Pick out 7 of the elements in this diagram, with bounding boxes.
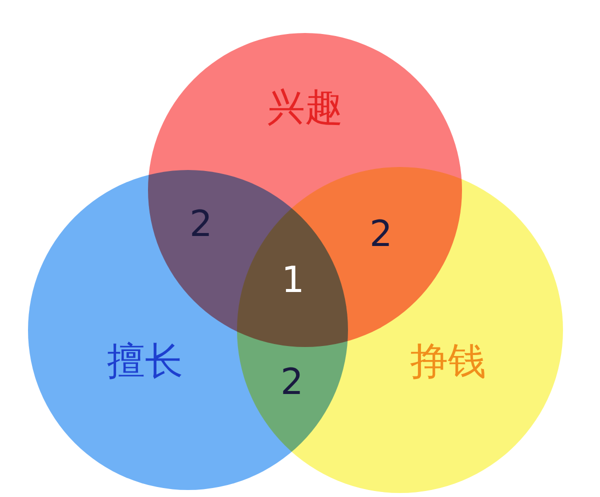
circle-label: 兴趣 [267, 88, 343, 126]
overlap-number: 2 [370, 217, 392, 253]
overlap-number: 2 [280, 365, 304, 401]
circle-label: 挣钱 [410, 342, 486, 380]
overlap-number: 2 [190, 207, 212, 243]
overlap-number: 1 [282, 263, 304, 299]
circle-label: 擅长 [107, 342, 183, 380]
